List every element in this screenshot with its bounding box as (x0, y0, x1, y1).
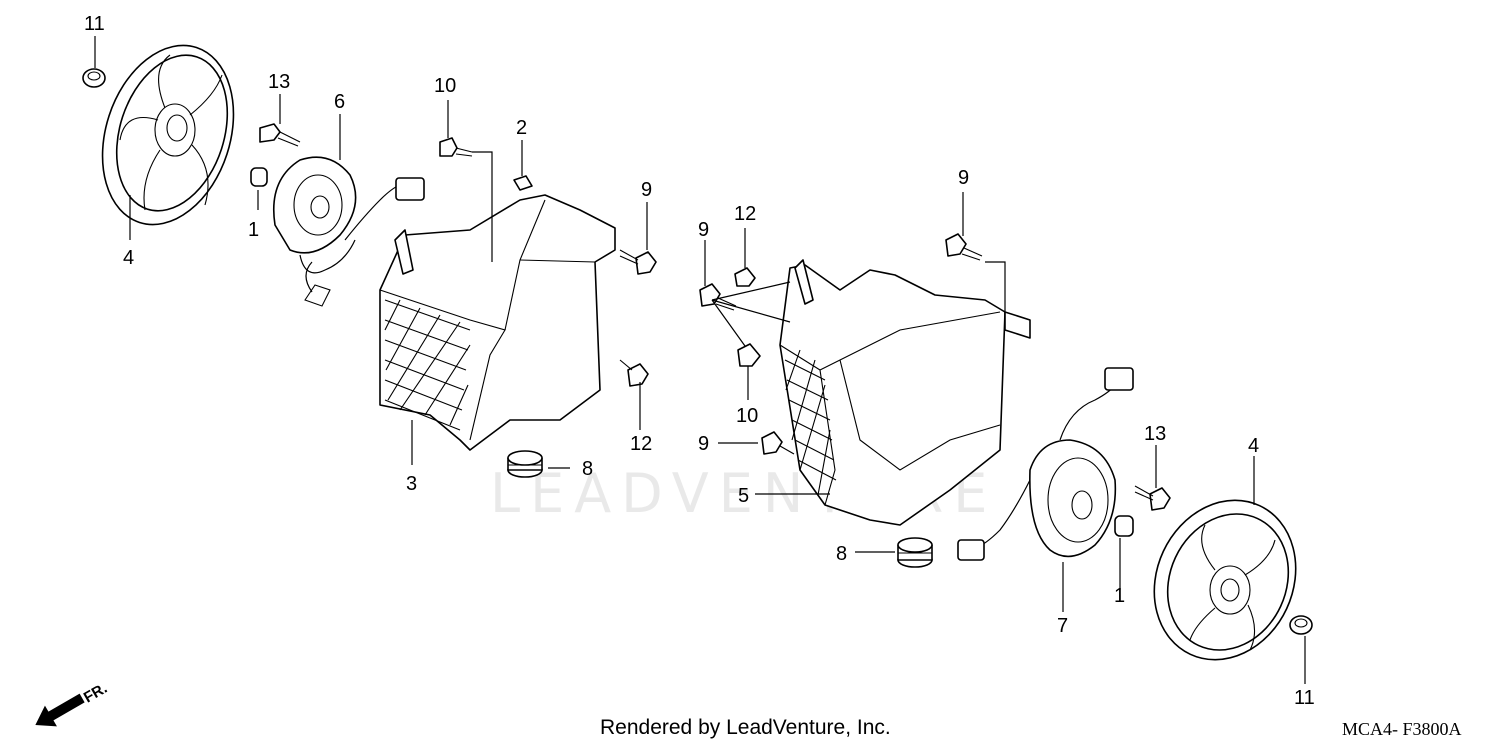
bolt-13-left (259, 123, 301, 147)
callout-12-left: 12 (630, 433, 652, 455)
fan-left (101, 44, 235, 226)
callout-9-a: 9 (641, 179, 652, 201)
bolt-10-mid (737, 343, 761, 367)
shroud-5 (779, 259, 1031, 526)
shroud-3-grille (384, 299, 471, 431)
rendered-by-credit: Rendered by LeadVenture, Inc. (600, 716, 891, 739)
callout-9-c: 9 (698, 433, 709, 455)
callout-8-right: 8 (836, 543, 847, 565)
callout-5: 5 (738, 485, 749, 507)
callout-1-right: 1 (1114, 585, 1125, 607)
fan-right (1153, 499, 1297, 661)
collar-1-right (1114, 515, 1134, 537)
callout-13-left: 13 (268, 71, 290, 93)
front-direction-arrow: FR. (35, 680, 110, 727)
diagram-code: MCA4- F3800A (1342, 719, 1462, 739)
callout-9-b: 9 (698, 219, 709, 241)
bolt-10-left (439, 137, 473, 157)
callout-10-mid: 10 (736, 405, 758, 427)
callout-12-mid: 12 (734, 203, 756, 225)
motor-7 (957, 367, 1134, 561)
callout-8-left: 8 (582, 458, 593, 480)
shroud-5-grille (784, 349, 837, 496)
motor-6 (273, 156, 425, 307)
bolt-13-right (1134, 485, 1171, 511)
grommet-8-left (507, 450, 543, 478)
callout-9-right: 9 (958, 167, 969, 189)
direction-label: FR. (81, 680, 110, 707)
callout-3: 3 (406, 473, 417, 495)
clip-2 (513, 175, 533, 191)
callout-1-left: 1 (248, 219, 259, 241)
callout-2: 2 (516, 117, 527, 139)
collar-1-left (250, 167, 268, 187)
callout-11-bottom: 11 (1294, 687, 1315, 709)
callout-11-top: 11 (84, 13, 105, 35)
callout-labels: 11 13 6 10 2 9 1 4 3 8 12 12 9 10 9 5 9 … (84, 13, 1315, 709)
shroud-3 (379, 194, 616, 451)
grommet-8-right (897, 537, 933, 568)
leader-lines (94, 36, 1306, 684)
bolt-9-b (699, 283, 737, 311)
callout-4-left: 4 (123, 247, 134, 269)
bolt-12-left (619, 359, 649, 387)
bolt-12-mid (734, 267, 756, 287)
callout-10-left: 10 (434, 75, 456, 97)
callout-6: 6 (334, 91, 345, 113)
nut-11-bottom (1289, 615, 1313, 635)
bolt-9-c (761, 431, 795, 455)
bolt-9-a (619, 249, 657, 275)
callout-13-right: 13 (1144, 423, 1166, 445)
callout-7: 7 (1057, 615, 1068, 637)
nut-11-top (82, 68, 106, 88)
bolt-9-right (945, 233, 983, 261)
callout-4-right: 4 (1248, 435, 1259, 457)
